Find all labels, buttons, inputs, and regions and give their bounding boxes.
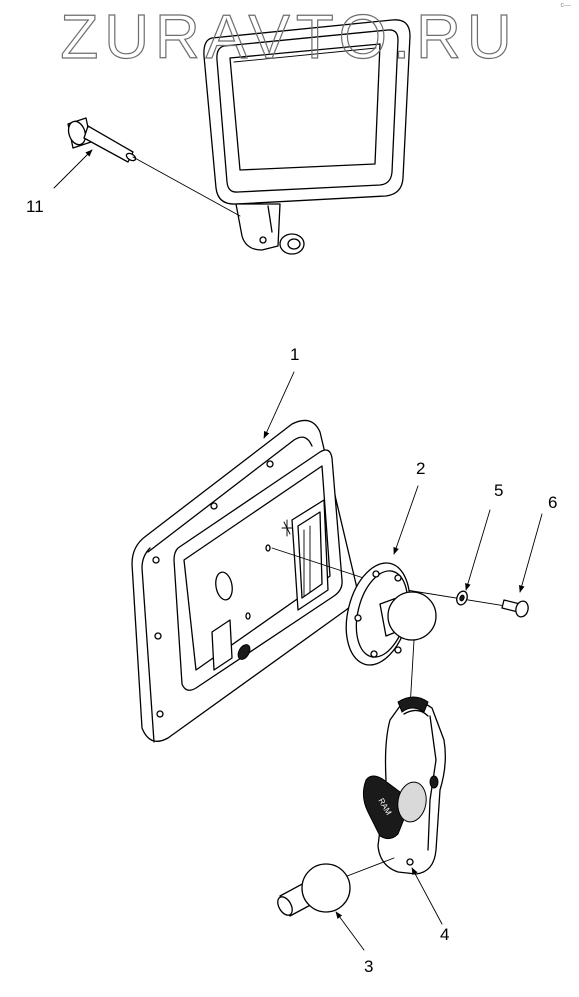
callout-2: 2 xyxy=(416,459,426,478)
callout-1: 1 xyxy=(290,345,300,364)
top-display-assembly xyxy=(203,19,411,255)
corner-mark: c— xyxy=(560,2,572,9)
socket-arm-part-4 xyxy=(362,696,446,875)
leader-6 xyxy=(518,513,543,593)
leader-3 xyxy=(335,911,365,951)
leader-2 xyxy=(393,485,419,555)
leader-1 xyxy=(263,371,295,439)
leader-5 xyxy=(465,509,491,591)
callout-3: 3 xyxy=(364,957,374,976)
washer-part-5 xyxy=(456,590,468,606)
callout-4: 4 xyxy=(440,925,450,944)
callout-11: 11 xyxy=(26,197,44,216)
callout-6: 6 xyxy=(548,493,558,512)
leader-11 xyxy=(53,149,93,189)
round-base-part-2 xyxy=(345,562,437,666)
ball-stud-part-3 xyxy=(277,863,351,917)
callout-5: 5 xyxy=(494,481,504,500)
leader-4 xyxy=(411,867,443,925)
screw-part-6 xyxy=(501,599,529,618)
screw-part-11 xyxy=(67,117,241,217)
ball-axis-line xyxy=(341,857,395,879)
display-rear-part-1 xyxy=(131,419,358,743)
